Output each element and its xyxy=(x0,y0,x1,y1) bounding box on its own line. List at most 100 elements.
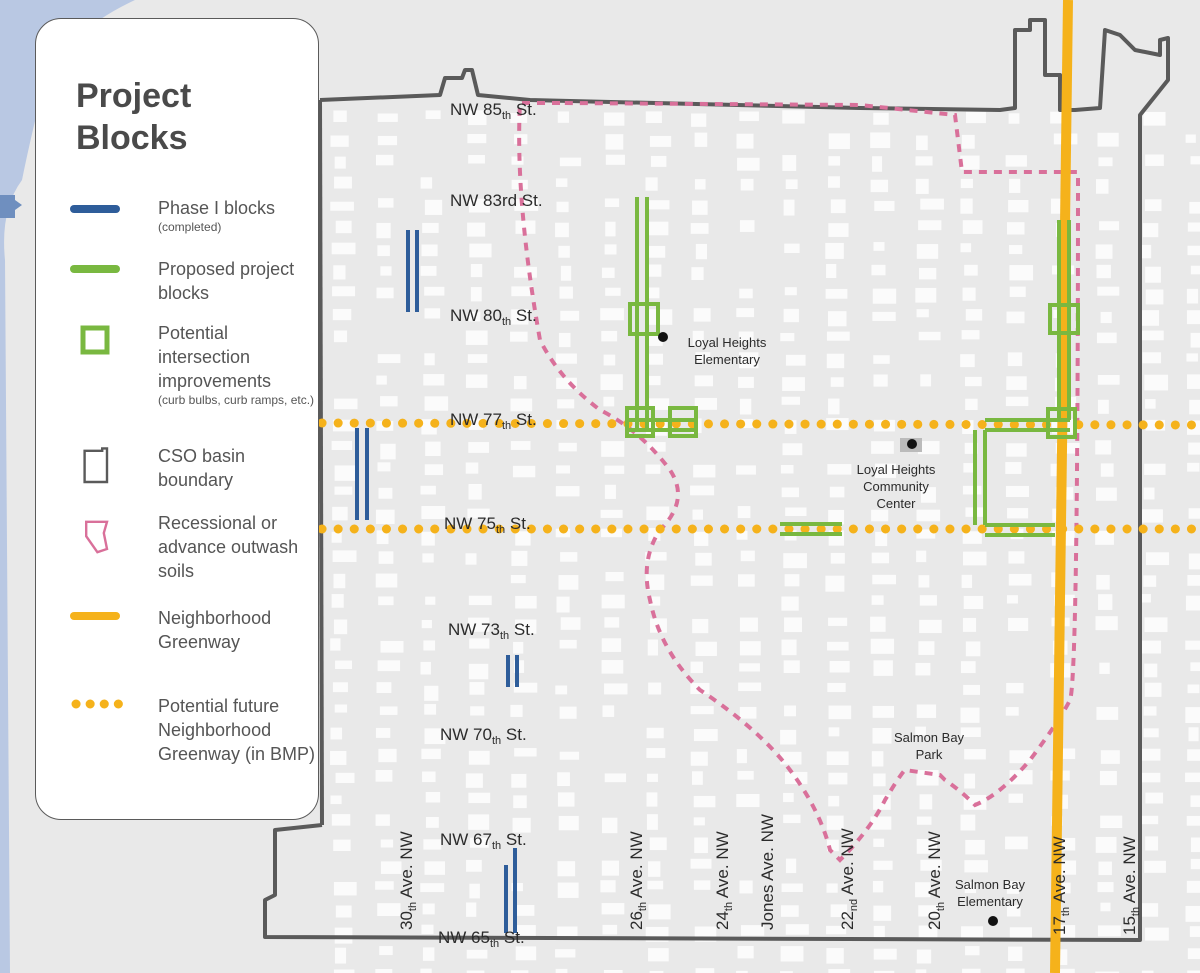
street-label-nw-73rd: NW 73th St. xyxy=(448,620,535,642)
building-footprint xyxy=(645,353,663,365)
building-footprint xyxy=(965,376,982,387)
building-footprint xyxy=(646,748,666,758)
building-footprint xyxy=(1098,861,1112,876)
building-footprint xyxy=(1008,793,1023,803)
building-footprint xyxy=(1187,749,1200,761)
building-footprint xyxy=(1145,836,1159,851)
building-footprint xyxy=(423,640,436,651)
building-footprint xyxy=(873,374,888,387)
soils-outline-icon xyxy=(85,520,109,554)
building-footprint xyxy=(648,309,673,325)
building-footprint xyxy=(645,398,670,410)
building-footprint xyxy=(965,641,981,657)
building-footprint xyxy=(1185,772,1200,783)
building-footprint xyxy=(784,617,802,633)
building-footprint xyxy=(963,551,987,566)
building-footprint xyxy=(780,333,795,342)
building-footprint xyxy=(379,706,398,715)
building-footprint xyxy=(828,772,848,785)
building-footprint xyxy=(1145,552,1170,566)
building-footprint xyxy=(421,748,441,760)
building-footprint xyxy=(739,706,757,719)
building-footprint xyxy=(424,396,449,411)
building-footprint xyxy=(1186,880,1200,893)
building-footprint xyxy=(785,771,808,785)
building-footprint xyxy=(781,883,803,893)
building-footprint xyxy=(424,685,439,701)
building-footprint xyxy=(1144,663,1158,678)
building-footprint xyxy=(1006,311,1025,324)
building-footprint xyxy=(331,531,342,543)
building-footprint xyxy=(690,751,708,766)
building-footprint xyxy=(425,441,441,456)
building-footprint xyxy=(649,837,667,851)
building-footprint xyxy=(468,595,492,606)
building-footprint xyxy=(601,860,619,876)
building-footprint xyxy=(1006,222,1025,235)
building-footprint xyxy=(556,465,570,474)
building-footprint xyxy=(465,330,488,345)
building-footprint xyxy=(467,134,487,144)
building-footprint xyxy=(646,375,661,386)
building-footprint xyxy=(425,110,441,120)
building-footprint xyxy=(1140,772,1161,783)
building-footprint xyxy=(604,617,620,628)
building-footprint xyxy=(782,155,797,171)
building-footprint xyxy=(1141,330,1164,341)
building-footprint xyxy=(875,463,897,478)
building-footprint xyxy=(1185,134,1196,143)
legend-label: Phase I blocks xyxy=(158,198,276,218)
building-footprint xyxy=(469,638,490,649)
building-footprint xyxy=(1188,727,1199,742)
building-footprint xyxy=(875,531,888,547)
building-footprint xyxy=(604,484,616,499)
building-footprint xyxy=(690,706,714,715)
building-footprint xyxy=(915,178,929,194)
building-footprint xyxy=(468,418,484,430)
building-footprint xyxy=(694,397,717,410)
building-footprint xyxy=(515,220,536,234)
building-footprint xyxy=(1143,111,1166,126)
building-footprint xyxy=(1096,179,1109,194)
building-footprint xyxy=(335,905,352,918)
building-footprint xyxy=(557,399,575,409)
building-footprint xyxy=(1095,440,1112,455)
building-footprint xyxy=(1097,882,1114,893)
building-footprint xyxy=(783,814,801,824)
building-footprint xyxy=(334,176,352,189)
building-footprint xyxy=(965,111,986,124)
pier-icon xyxy=(0,195,22,218)
building-footprint xyxy=(739,111,759,122)
building-footprint xyxy=(645,464,661,474)
building-footprint xyxy=(736,133,754,149)
building-footprint xyxy=(380,396,398,407)
building-footprint xyxy=(1185,905,1200,922)
building-footprint xyxy=(555,353,577,364)
building-footprint xyxy=(559,286,573,299)
building-footprint xyxy=(376,530,389,545)
building-footprint xyxy=(377,660,401,672)
building-footprint xyxy=(605,287,621,296)
building-footprint xyxy=(695,641,717,656)
building-footprint xyxy=(915,662,931,676)
building-footprint xyxy=(1145,266,1161,283)
building-footprint xyxy=(1009,286,1026,297)
building-footprint xyxy=(693,729,718,742)
basin-boundary-icon xyxy=(83,447,109,484)
building-footprint xyxy=(737,506,751,519)
building-footprint xyxy=(1144,199,1162,212)
building-footprint xyxy=(1186,353,1198,362)
building-footprint xyxy=(783,792,794,803)
building-footprint xyxy=(514,925,536,939)
building-footprint xyxy=(916,949,932,964)
building-footprint xyxy=(1096,487,1117,501)
building-footprint xyxy=(961,330,980,340)
legend-label: Recessional or advance outwash soils xyxy=(158,513,299,581)
building-footprint xyxy=(1006,881,1020,894)
building-footprint xyxy=(511,883,523,892)
building-footprint xyxy=(331,440,352,451)
building-footprint xyxy=(783,308,799,323)
building-footprint xyxy=(511,773,527,788)
building-footprint xyxy=(964,749,986,760)
